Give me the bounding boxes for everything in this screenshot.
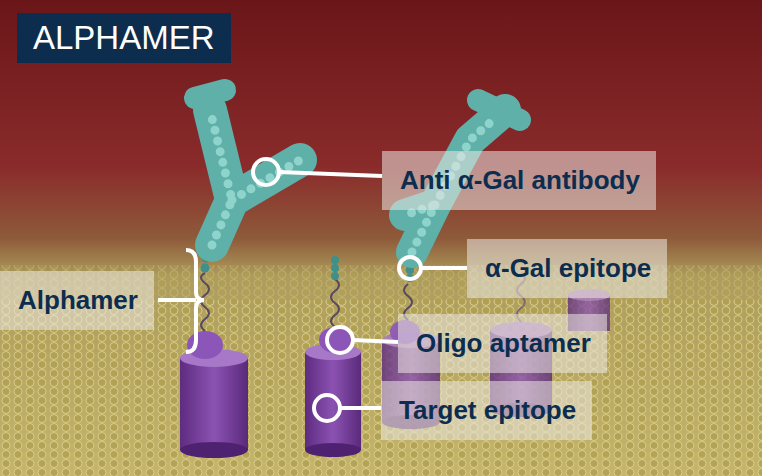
callout-box: α-Gal epitope <box>467 239 667 298</box>
callout-box: Oligo aptamer <box>398 314 607 373</box>
callout-label: Anti α-Gal antibody <box>400 165 640 195</box>
callout-box: Alphamer <box>0 271 154 330</box>
callout-label: α-Gal epitope <box>485 253 651 283</box>
callout-label: Target epitope <box>399 395 576 425</box>
callout-box: Anti α-Gal antibody <box>382 151 656 210</box>
callout-label: Oligo aptamer <box>416 328 591 358</box>
title-box: ALPHAMER <box>17 13 231 63</box>
callout-box: Target epitope <box>381 381 592 440</box>
callout-label: Alphamer <box>18 285 138 315</box>
title-text: ALPHAMER <box>33 19 215 56</box>
